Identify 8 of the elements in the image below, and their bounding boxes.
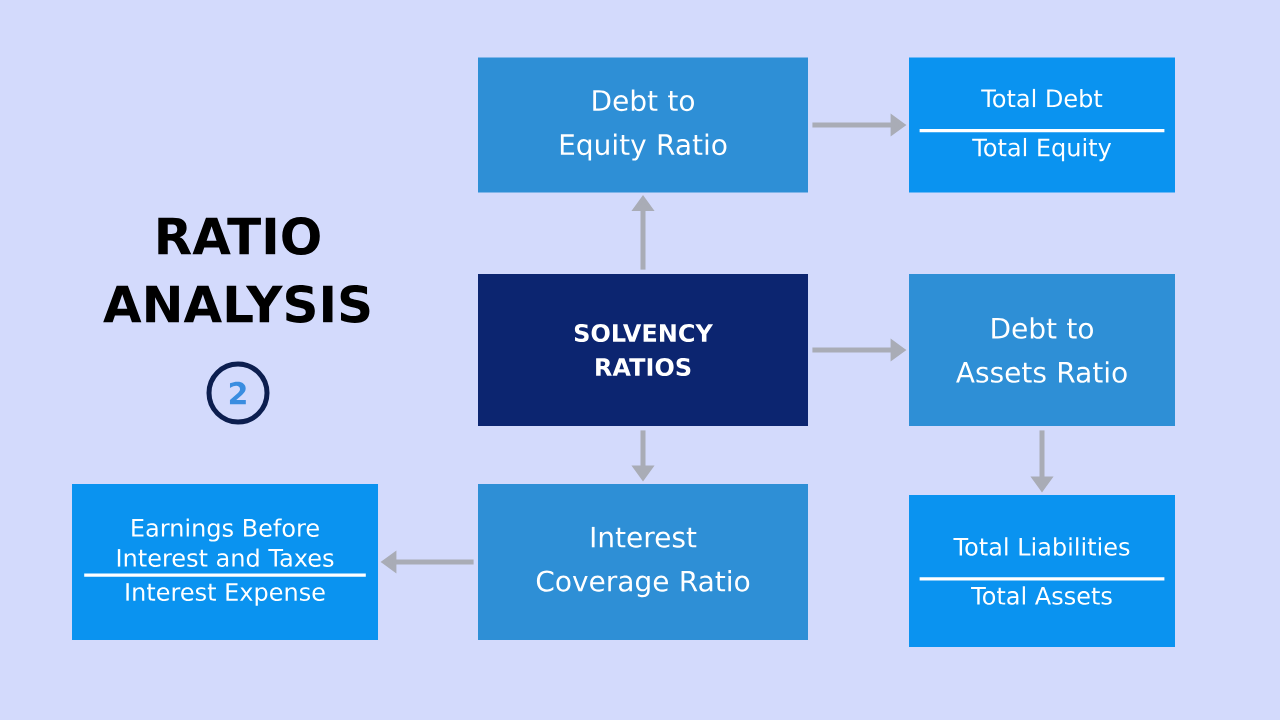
- formula-box: Earnings Before Interest and Taxes Interest Expense: [72, 484, 378, 640]
- ratio-box: Debt to Equity Ratio: [478, 57, 808, 193]
- formula-box: Total Debt Total Equity: [909, 57, 1175, 193]
- ratio-box: Debt to Assets Ratio: [909, 274, 1175, 426]
- ratio-box: Interest Coverage Ratio: [478, 484, 808, 640]
- box-main: SOLVENCY RATIOS: [478, 274, 808, 426]
- formula-box: Total Liabilities Total Assets: [909, 495, 1175, 647]
- title: RATIO ANALYSIS: [103, 217, 370, 323]
